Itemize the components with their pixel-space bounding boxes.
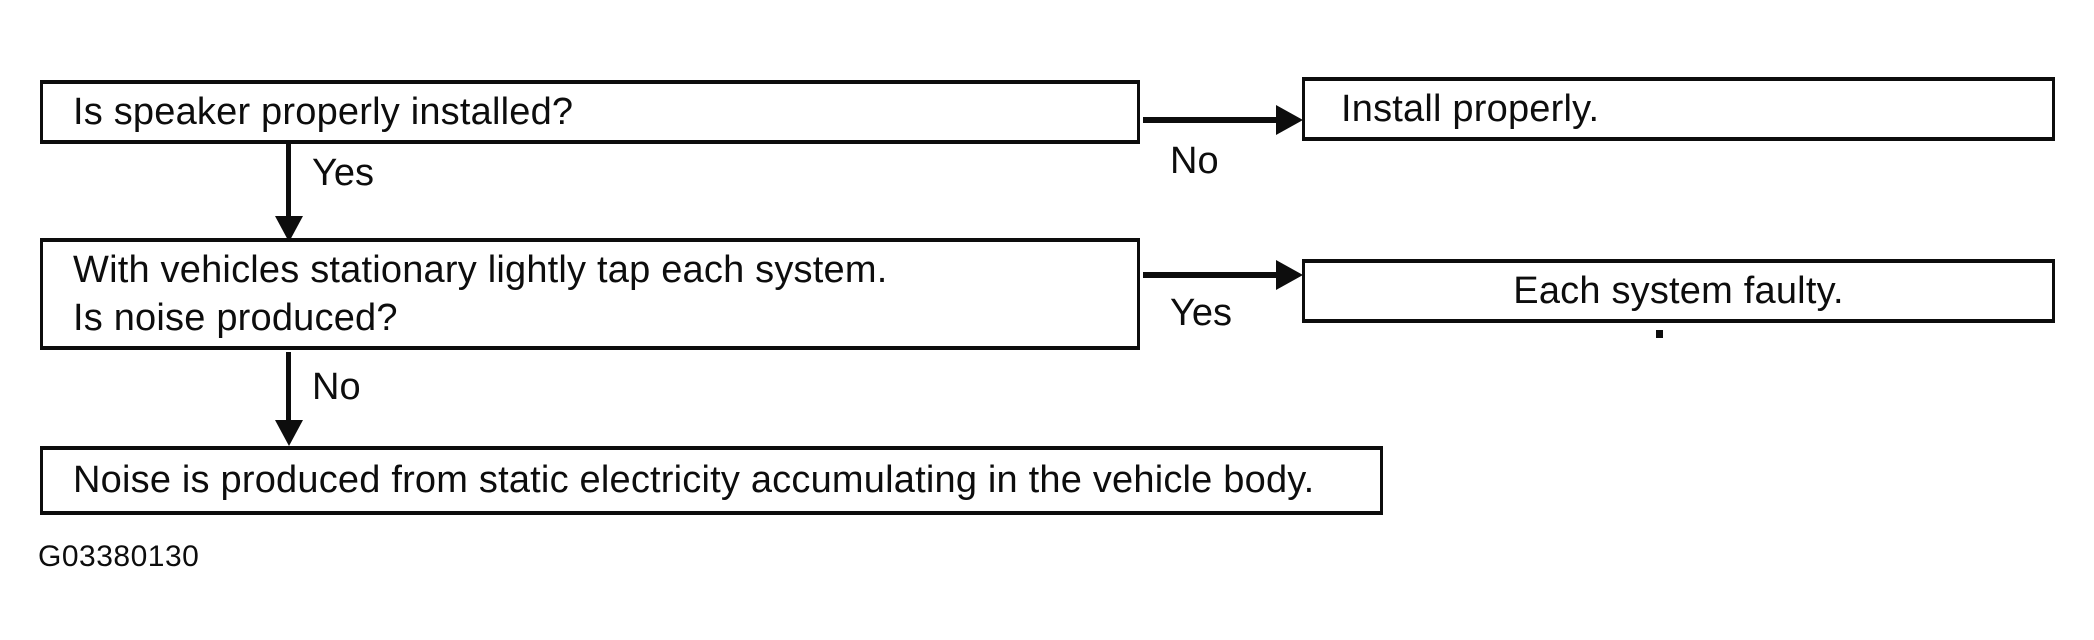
arrow-shaft-q2-to-conclusion [286, 352, 291, 424]
node-question-speaker-installed-text: Is speaker properly installed? [73, 90, 574, 133]
edge-label-yes: Yes [312, 152, 374, 194]
node-question-speaker-installed: Is speaker properly installed? [40, 80, 1140, 144]
edge-label-yes: Yes [1170, 292, 1232, 334]
node-result-each-system-faulty-text: Each system faulty. [1513, 269, 1844, 312]
node-result-each-system-faulty: Each system faulty. [1302, 259, 2055, 323]
arrow-shaft-q1-to-q2 [286, 144, 291, 220]
node-question-tap-system-line1: With vehicles stationary lightly tap eac… [73, 249, 888, 291]
arrow-shaft-q2-to-faulty [1143, 272, 1283, 278]
node-conclusion-static-electricity-text: Noise is produced from static electricit… [73, 459, 1315, 501]
arrowhead-down-icon [275, 216, 303, 242]
node-result-install-properly-text: Install properly. [1341, 87, 1600, 130]
node-conclusion-static-electricity: Noise is produced from static electricit… [40, 446, 1383, 515]
arrowhead-right-icon [1276, 260, 1303, 290]
scan-artifact-dot [1656, 330, 1663, 338]
edge-label-no: No [312, 366, 361, 408]
arrowhead-right-icon [1276, 105, 1303, 135]
edge-label-no: No [1170, 140, 1219, 182]
node-result-install-properly: Install properly. [1302, 77, 2055, 141]
arrow-shaft-q1-to-install [1143, 117, 1283, 123]
figure-code-label: G03380130 [38, 540, 200, 573]
node-question-tap-system-line2: Is noise produced? [73, 297, 398, 339]
arrowhead-down-icon [275, 420, 303, 446]
node-question-tap-system: With vehicles stationary lightly tap eac… [40, 238, 1140, 350]
